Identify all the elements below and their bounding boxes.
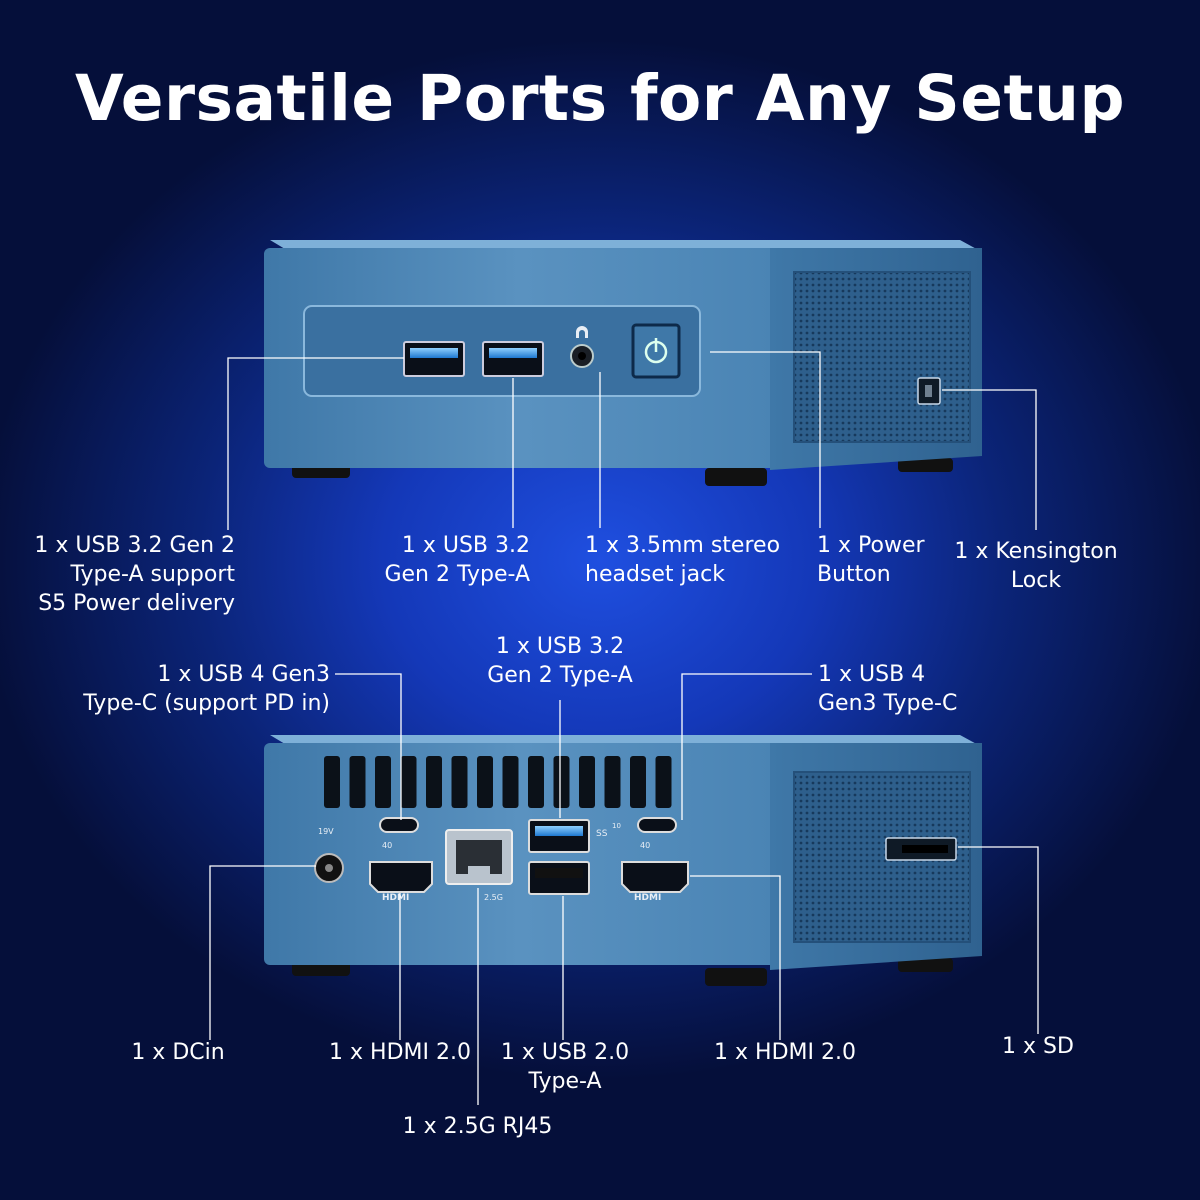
label-usb4: 1 x USB 4 Gen3 Type-C [818,662,958,716]
svg-text:SS: SS [596,829,608,839]
vent-slot [451,756,468,808]
vent-slot [630,756,646,808]
front-usb-port-1 [403,341,465,377]
svg-text:HDMI: HDMI [634,893,661,903]
front-usb-port-2 [482,341,544,377]
label-power-button: 1 x Power Button [817,533,925,587]
dc-in-port: 19V [314,827,344,883]
audio-jack [570,326,594,368]
svg-text:40: 40 [640,841,650,850]
vent-slot [502,756,519,808]
hdmi-port-right: HDMI [621,861,689,903]
label-front-usb-pd: 1 x USB 3.2 Gen 2 Type-A support S5 Powe… [34,533,235,616]
label-sd: 1 x SD [1002,1034,1074,1059]
label-rear-usb32: 1 x USB 3.2 Gen 2 Type-A [487,634,633,688]
vent-slot [553,756,570,808]
vent-slot [604,756,621,808]
label-usb4-pd: 1 x USB 4 Gen3 Type-C (support PD in) [83,662,330,716]
label-audio-jack: 1 x 3.5mm stereo headset jack [585,533,781,587]
usb-c-port-left: 40 [379,817,419,850]
front-leader-lines [227,351,1037,530]
vent-slot [324,756,340,808]
label-hdmi-left: 1 x HDMI 2.0 [329,1040,471,1065]
svg-text:10: 10 [612,822,621,830]
usb-c-port-right: 40 [637,817,677,850]
hdmi-port-left: HDMI [369,861,433,903]
vent-slot [349,756,366,808]
vent-slot [579,756,595,808]
page-title: Versatile Ports for Any Setup [74,62,1126,135]
label-usb20: 1 x USB 2.0 Type-A [500,1040,630,1094]
label-dcin: 1 x DCin [131,1040,225,1065]
svg-text:2.5G: 2.5G [484,893,503,902]
label-kensington-lock: 1 x Kensington Lock [954,539,1118,593]
svg-text:40: 40 [382,841,392,850]
vent-slot [477,756,493,808]
front-device [264,240,982,486]
rear-usb-3-2-port: SS 10 [528,819,621,853]
vent-slot [426,756,442,808]
svg-text:HDMI: HDMI [382,893,409,903]
vent-slot [375,756,391,808]
vent-slot [400,756,417,808]
label-rj45: 1 x 2.5G RJ45 [402,1114,553,1139]
label-front-usb: 1 x USB 3.2 Gen 2 Type-A [384,533,530,587]
vent-slot [528,756,544,808]
svg-text:19V: 19V [318,827,334,836]
rear-device: 19V HDMI 40 2.5G SS 10 [264,735,982,986]
power-button [631,323,681,379]
rear-leader-lines [209,673,1039,1105]
label-hdmi-right: 1 x HDMI 2.0 [714,1040,856,1065]
vent-slot [655,756,672,808]
rear-usb-2-0-port [528,861,590,895]
rj45-port: 2.5G [445,829,513,902]
